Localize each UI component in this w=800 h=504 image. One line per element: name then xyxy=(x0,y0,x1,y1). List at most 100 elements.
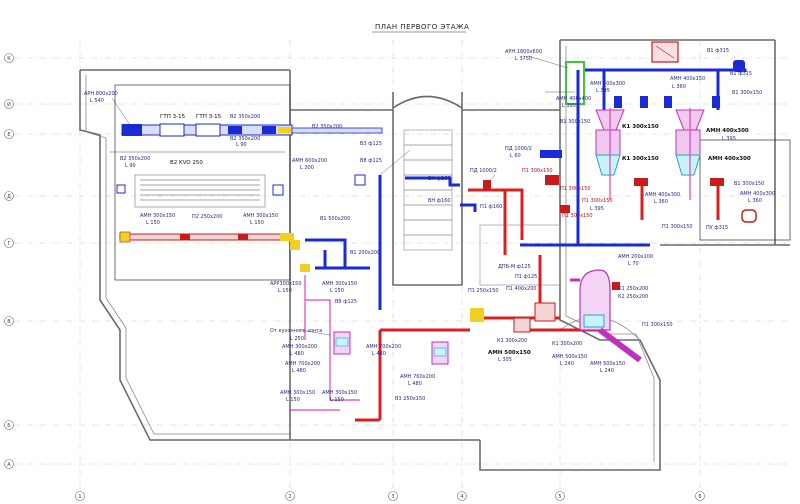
svg-text:АМН 400х300: АМН 400х300 xyxy=(590,81,625,87)
svg-text:АМН 400х300: АМН 400х300 xyxy=(706,128,749,134)
svg-text:В1 500х200: В1 500х200 xyxy=(320,216,350,222)
pink-lines xyxy=(290,240,449,411)
leader-lines xyxy=(111,55,575,336)
svg-text:L 300: L 300 xyxy=(300,165,314,171)
svg-text:ВН ф160: ВН ф160 xyxy=(428,176,451,182)
svg-text:АМН 500х150: АМН 500х150 xyxy=(590,361,625,367)
highlight-green-box xyxy=(565,61,585,105)
svg-text:П1 ф160: П1 ф160 xyxy=(480,204,502,210)
axis-bubbles: К И Е Д Г В Б А xyxy=(4,53,14,469)
svg-text:П1 300х150: П1 300х150 xyxy=(582,198,613,204)
svg-text:К1 300х200: К1 300х200 xyxy=(552,341,582,347)
svg-text:L 240: L 240 xyxy=(560,361,574,367)
svg-text:L 395: L 395 xyxy=(562,103,576,109)
svg-text:К2 250х200: К2 250х200 xyxy=(618,294,648,300)
svg-text:L 90: L 90 xyxy=(236,142,247,148)
svg-text:В2 350х200: В2 350х200 xyxy=(120,156,150,162)
svg-text:П1 300х150: П1 300х150 xyxy=(560,186,591,192)
svg-text:АМН 400х300: АМН 400х300 xyxy=(645,192,680,198)
svg-text:АРН 800х200: АРН 800х200 xyxy=(84,91,118,97)
svg-text:АМН 300х150: АМН 300х150 xyxy=(322,281,357,287)
svg-text:В2 KVO 250: В2 KVO 250 xyxy=(170,160,203,166)
svg-text:В1 300х150: В1 300х150 xyxy=(560,119,590,125)
svg-text:П1 250х150: П1 250х150 xyxy=(468,288,499,294)
svg-text:П1 300х150: П1 300х150 xyxy=(562,213,593,219)
svg-text:L 90: L 90 xyxy=(125,163,136,169)
svg-text:В3 250х150: В3 250х150 xyxy=(395,396,425,402)
svg-text:АМН 500х150: АМН 500х150 xyxy=(488,350,531,356)
svg-text:Б: Б xyxy=(7,423,11,429)
svg-text:АМН 600х200: АМН 600х200 xyxy=(292,158,327,164)
svg-text:П1 300х150: П1 300х150 xyxy=(522,168,553,174)
svg-text:В3 ф125: В3 ф125 xyxy=(360,141,382,147)
svg-text:ПД 1000/2: ПД 1000/2 xyxy=(505,146,532,152)
svg-text:АМН 300х150: АМН 300х150 xyxy=(322,390,357,396)
svg-text:ГТП 3-15: ГТП 3-15 xyxy=(160,114,186,120)
svg-text:П2 250х200: П2 250х200 xyxy=(192,214,223,220)
svg-text:В1 200х200: В1 200х200 xyxy=(350,250,380,256)
svg-text:АМН 400х150: АМН 400х150 xyxy=(670,76,705,82)
svg-text:L 480: L 480 xyxy=(408,381,422,387)
svg-text:В1 ф315: В1 ф315 xyxy=(730,71,752,77)
svg-text:От кухонного зонта: От кухонного зонта xyxy=(270,328,322,334)
svg-text:1: 1 xyxy=(78,494,81,500)
svg-text:П1 300х150: П1 300х150 xyxy=(642,322,673,328)
svg-text:АМН 400х300: АМН 400х300 xyxy=(740,191,775,197)
svg-text:В2 350х200: В2 350х200 xyxy=(312,124,342,130)
exhaust-ducts xyxy=(116,60,747,310)
svg-text:АМН 300х150: АМН 300х150 xyxy=(140,213,175,219)
svg-text:L 150: L 150 xyxy=(146,220,160,226)
svg-text:L 360: L 360 xyxy=(672,84,686,90)
svg-text:Г: Г xyxy=(7,241,10,247)
svg-text:L 360: L 360 xyxy=(748,198,762,204)
axis-grid xyxy=(14,40,790,490)
svg-text:К1 250х200: К1 250х200 xyxy=(618,286,648,292)
svg-text:К1 300х200: К1 300х200 xyxy=(497,338,527,344)
svg-text:АМН 400х300: АМН 400х300 xyxy=(708,156,751,162)
svg-text:АМН 500х150: АМН 500х150 xyxy=(552,354,587,360)
svg-text:К: К xyxy=(7,56,11,62)
svg-text:L 150: L 150 xyxy=(330,288,344,294)
svg-text:В: В xyxy=(7,319,11,325)
svg-text:АМН 700х200: АМН 700х200 xyxy=(366,344,401,350)
svg-text:АМН 300х150: АМН 300х150 xyxy=(243,213,278,219)
svg-text:L 360: L 360 xyxy=(654,199,668,205)
svg-text:ГТП 3-15: ГТП 3-15 xyxy=(196,114,222,120)
svg-text:L 150: L 150 xyxy=(286,397,300,403)
svg-text:L 240: L 240 xyxy=(600,368,614,374)
svg-text:ВН ф160: ВН ф160 xyxy=(428,198,451,204)
svg-text:АРР300х150: АРР300х150 xyxy=(270,281,302,287)
svg-text:В8 ф125: В8 ф125 xyxy=(335,299,357,305)
svg-text:L 395: L 395 xyxy=(722,136,736,142)
svg-text:И: И xyxy=(7,102,11,108)
svg-text:5: 5 xyxy=(558,494,561,500)
svg-text:АМН 760х200: АМН 760х200 xyxy=(400,374,435,380)
svg-text:L 70: L 70 xyxy=(628,261,639,267)
svg-text:L 480: L 480 xyxy=(292,368,306,374)
svg-text:2: 2 xyxy=(288,494,291,500)
svg-text:АМН 200х100: АМН 200х100 xyxy=(618,254,653,260)
svg-text:ПД 1000/2: ПД 1000/2 xyxy=(470,168,497,174)
svg-text:К1 300х150: К1 300х150 xyxy=(622,124,659,130)
svg-text:L 150: L 150 xyxy=(250,220,264,226)
supply-ducts xyxy=(119,175,757,422)
axis-bubbles-bottom: 1 2 3 4 5 6 xyxy=(75,491,705,501)
duct-labels: АРН 1800х600 L 3750 В1 ф315 АРН 800х200 … xyxy=(84,48,775,403)
svg-text:П1 400х200: П1 400х200 xyxy=(506,286,537,292)
svg-text:П1 ф125: П1 ф125 xyxy=(515,274,537,280)
svg-text:В8 ф125: В8 ф125 xyxy=(360,158,382,164)
svg-text:В1 300х150: В1 300х150 xyxy=(734,181,764,187)
svg-text:В2 350х200: В2 350х200 xyxy=(230,136,260,142)
svg-text:АМН 400х400: АМН 400х400 xyxy=(556,96,591,102)
svg-text:L 60: L 60 xyxy=(510,153,521,159)
building-walls xyxy=(79,39,791,471)
svg-text:Д: Д xyxy=(7,194,11,200)
svg-text:ПУ ф315: ПУ ф315 xyxy=(706,225,728,231)
svg-text:К1 300х150: К1 300х150 xyxy=(622,156,659,162)
svg-text:А: А xyxy=(7,462,11,468)
svg-text:3: 3 xyxy=(391,494,394,500)
svg-text:АМН 700х200: АМН 700х200 xyxy=(285,361,320,367)
svg-text:L 150: L 150 xyxy=(330,397,344,403)
svg-text:4: 4 xyxy=(460,494,463,500)
